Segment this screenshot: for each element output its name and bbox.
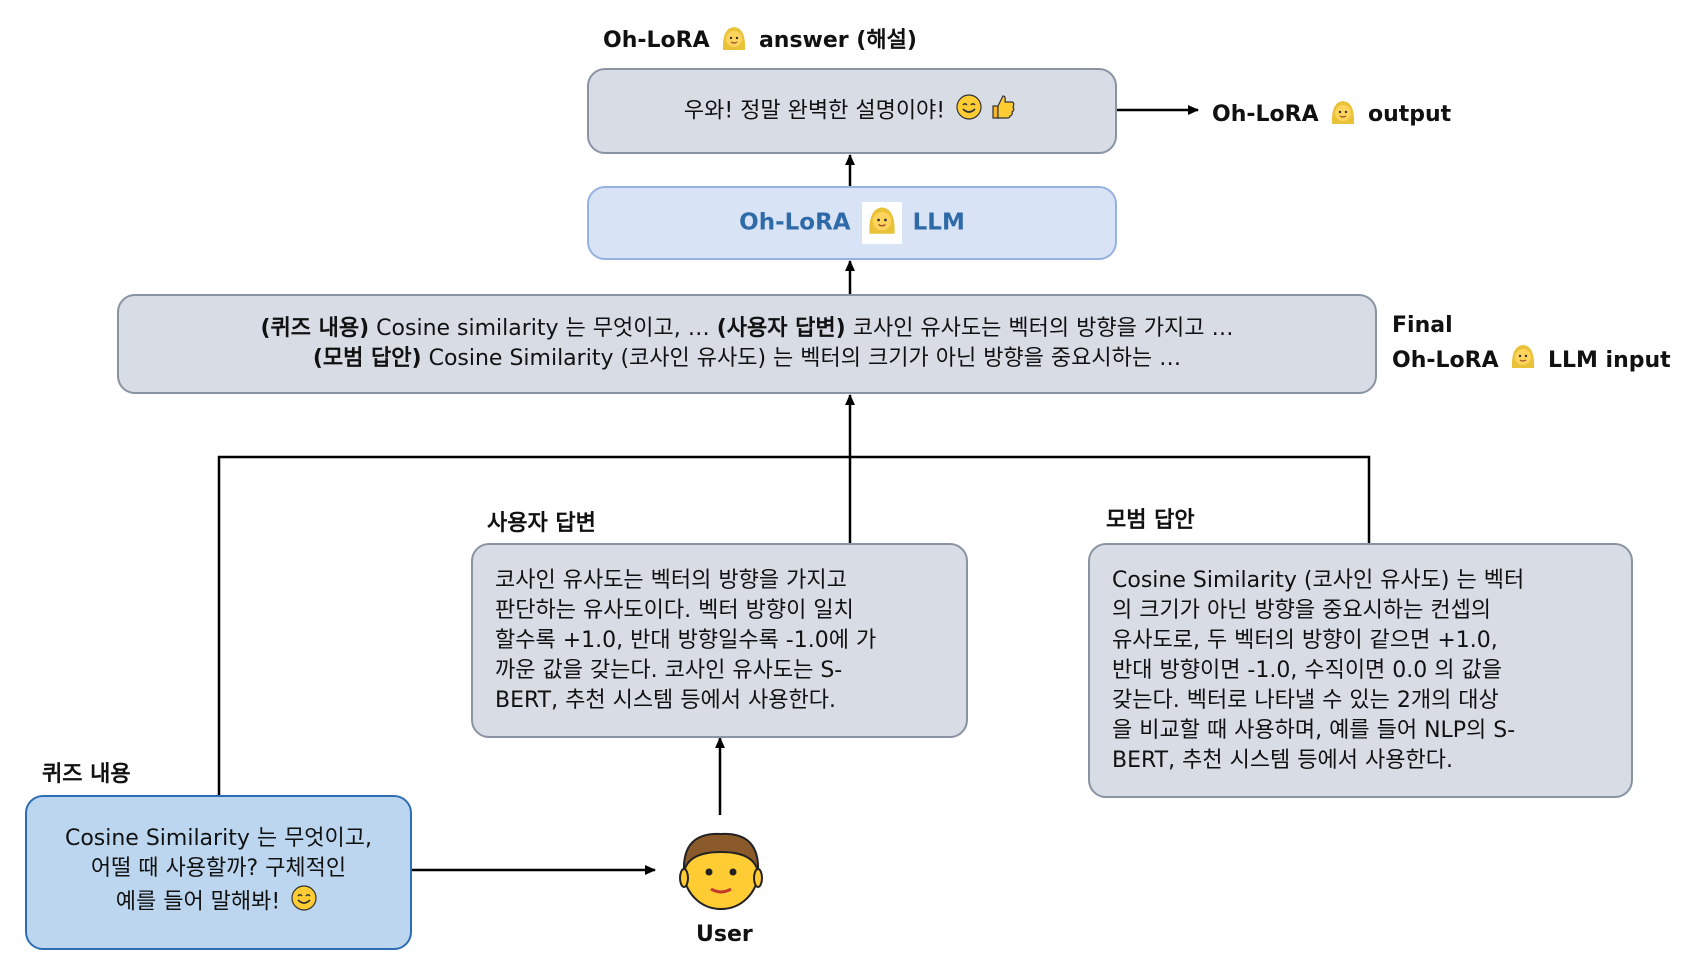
output-label: Oh-LoRA output (1212, 98, 1451, 132)
thumbs-up-icon (989, 93, 1017, 130)
user-answer-label: 사용자 답변 (487, 511, 596, 536)
user-answer-box: 코사인 유사도는 벡터의 방향을 가지고 판단하는 유사도이다. 벡터 방향이 … (471, 543, 968, 738)
quiz-label: 퀴즈 내용 (42, 762, 131, 787)
smile-icon (955, 93, 983, 130)
oh-lora-face-icon (720, 24, 748, 58)
answer-text: 우와! 정말 완벽한 설명이야! (683, 98, 946, 123)
oh-lora-face-icon (1329, 98, 1357, 132)
final-input-label: Final Oh-LoRA LLM input (1392, 310, 1671, 380)
smile-icon (290, 884, 318, 921)
final-input-box: (퀴즈 내용) Cosine similarity 는 무엇이고, … (사용자… (117, 294, 1377, 394)
model-answer-box: Cosine Similarity (코사인 유사도) 는 벡터 의 크기가 아… (1088, 543, 1633, 798)
answer-box: 우와! 정말 완벽한 설명이야! (587, 68, 1117, 154)
user-face-icon (678, 826, 764, 920)
llm-box: Oh-LoRA LLM (587, 186, 1117, 260)
quiz-box: Cosine Similarity 는 무엇이고, 어떨 때 사용할까? 구체적… (25, 795, 412, 950)
user-label: User (696, 922, 753, 947)
merge-line (217, 455, 1371, 795)
final-input-line-2: (모범 답안) Cosine Similarity (코사인 유사도) 는 벡터… (312, 346, 1182, 371)
oh-lora-face-icon (1509, 342, 1537, 380)
answer-label: Oh-LoRA answer (해설) (603, 22, 917, 58)
oh-lora-face-icon (861, 202, 902, 244)
final-input-line-1: (퀴즈 내용) Cosine similarity 는 무엇이고, … (사용자… (260, 316, 1234, 341)
model-answer-label: 모범 답안 (1106, 508, 1195, 533)
